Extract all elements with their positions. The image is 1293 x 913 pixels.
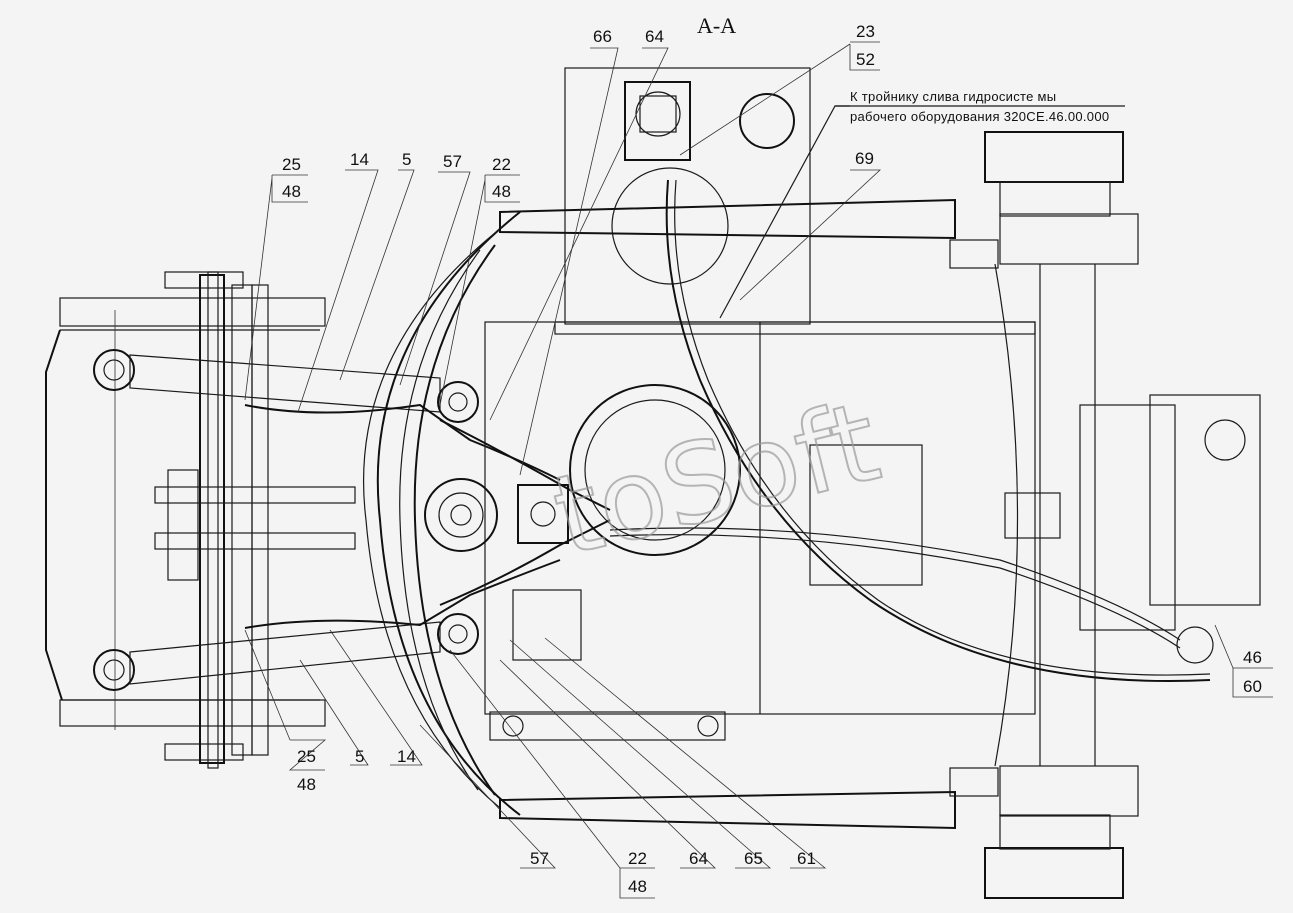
callout-22-bottom: 22 (628, 849, 647, 868)
callout-labels: 66 64 23 52 69 25 48 14 5 57 22 48 46 60… (282, 22, 1262, 896)
callout-48-top-right: 48 (492, 182, 511, 201)
fork-carriage (45, 271, 356, 769)
callout-5-top: 5 (402, 150, 411, 169)
callout-46: 46 (1243, 648, 1262, 667)
rear-axle-and-wheels (499, 131, 1261, 899)
callout-52: 52 (856, 50, 875, 69)
callout-66: 66 (593, 27, 612, 46)
mast-arcs (362, 211, 521, 816)
callout-57-top: 57 (443, 152, 462, 171)
callout-25-bottom: 25 (297, 747, 316, 766)
callout-23: 23 (856, 22, 875, 41)
callout-69: 69 (855, 149, 874, 168)
note-line-2: рабочего оборудования 320CE.46.00.000 (850, 109, 1109, 124)
central-frame (424, 67, 1036, 741)
leader-lines (244, 41, 1273, 899)
callout-14-bottom: 14 (397, 747, 416, 766)
tilt-cylinders (93, 349, 561, 691)
tank-and-filter (611, 81, 1211, 682)
callout-65: 65 (744, 849, 763, 868)
callout-25-top: 25 (282, 155, 301, 174)
callout-60: 60 (1243, 677, 1262, 696)
note-line-1: К тройнику слива гидросисте мы (850, 89, 1056, 104)
callout-57-bottom: 57 (530, 849, 549, 868)
callout-48-bottom-left: 48 (297, 775, 316, 794)
section-title: А-А (697, 13, 736, 38)
callout-64-bottom: 64 (689, 849, 708, 868)
callout-61: 61 (797, 849, 816, 868)
drain-note: К тройнику слива гидросисте мы рабочего … (719, 89, 1125, 319)
callout-48-bottom-right: 48 (628, 877, 647, 896)
callout-22-top: 22 (492, 155, 511, 174)
hydraulic-hoses (439, 419, 1181, 649)
callout-48-top-left: 48 (282, 182, 301, 201)
watermark: toSoft (542, 377, 891, 580)
callout-14-top: 14 (350, 150, 369, 169)
callout-64-top: 64 (645, 27, 664, 46)
callout-5-bottom: 5 (355, 747, 364, 766)
